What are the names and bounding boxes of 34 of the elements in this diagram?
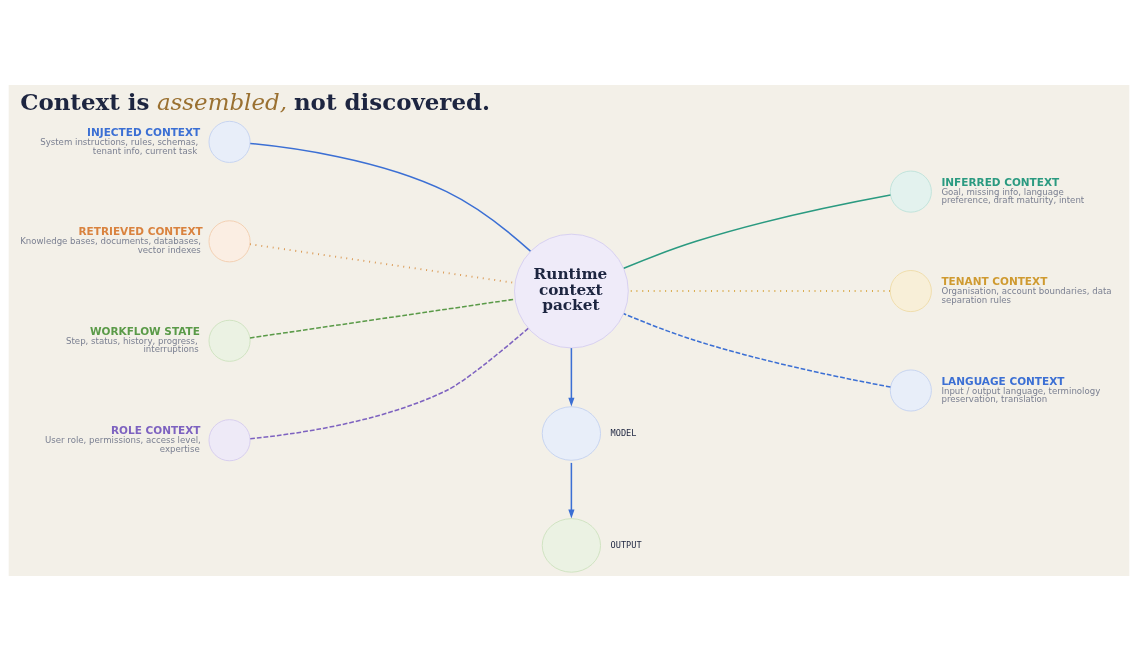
- connector: [249, 327, 529, 439]
- diagram-title: Context is assembled, not discovered.: [20, 87, 491, 115]
- node-label: LANGUAGE CONTEXT: [941, 374, 1065, 387]
- node-circle: [541, 405, 602, 461]
- arrow: [568, 346, 575, 407]
- node-label: System instructions, rules, schemas, tenant info, current task: [40, 136, 199, 156]
- arrow: [568, 461, 575, 518]
- node-label: User role, permissions, access level, expertise: [45, 434, 201, 454]
- node-circle: Runtime context packet: [514, 233, 629, 348]
- connector: [623, 193, 892, 269]
- connector: [249, 142, 532, 252]
- node-label: Organisation, account boundaries, data separation rules: [941, 285, 1112, 305]
- node-label: Knowledge bases, documents, databases, vector indexes: [20, 235, 201, 255]
- node-label: TENANT CONTEXT: [941, 274, 1048, 287]
- node-label: WORKFLOW STATE: [89, 324, 200, 337]
- node-label: Goal, missing info, language preference, draft maturity, intent: [941, 186, 1085, 205]
- connector: [623, 312, 892, 388]
- node-circle: [208, 219, 251, 262]
- connector: [249, 297, 516, 339]
- node-label: OUTPUT: [610, 539, 642, 550]
- node-circle: [208, 120, 251, 163]
- node-circle: [208, 319, 251, 362]
- node-label: Step, status, history, progress, interruptions: [66, 335, 199, 354]
- node-label: RETRIEVED CONTEXT: [78, 224, 203, 237]
- node-label: ROLE CONTEXT: [110, 423, 201, 436]
- node-circle: [889, 368, 932, 412]
- node-circle: [889, 170, 932, 213]
- node-label: MODEL: [610, 427, 637, 438]
- node-circle: [541, 517, 602, 573]
- node-circle: [208, 418, 251, 461]
- node-label: Input / output language, terminology preservation, translation: [941, 385, 1101, 404]
- node-label: INFERRED CONTEXT: [941, 175, 1060, 188]
- node-circle: [889, 269, 932, 312]
- node-label: INJECTED CONTEXT: [87, 125, 201, 138]
